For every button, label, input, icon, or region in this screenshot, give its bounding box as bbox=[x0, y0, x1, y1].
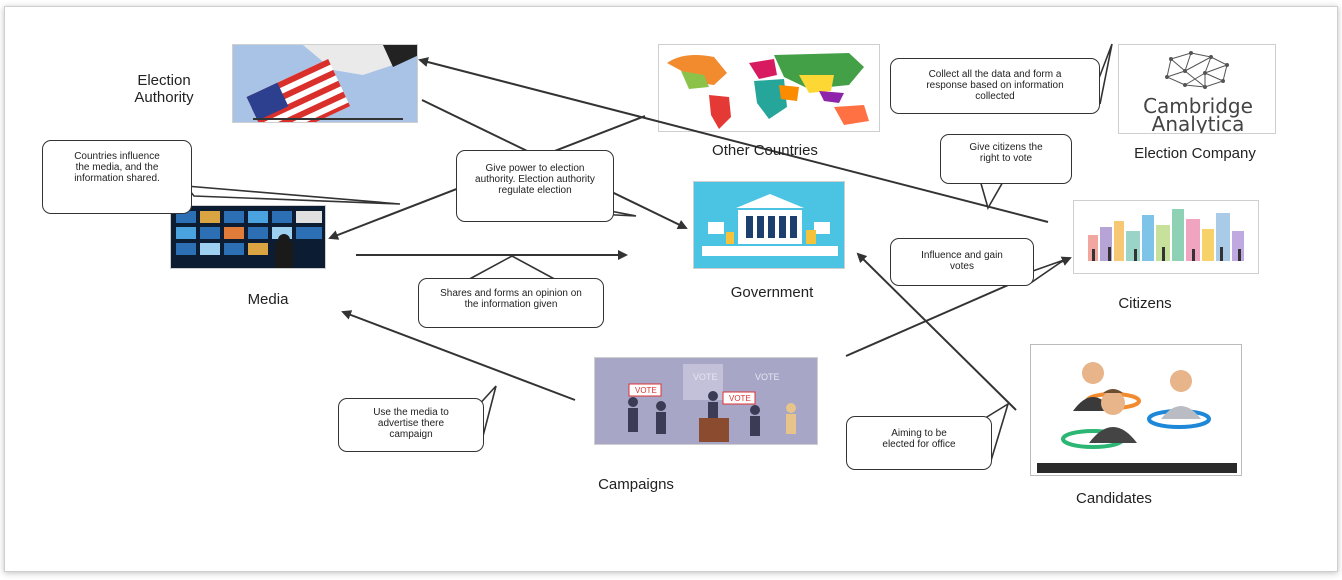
label-media: Media bbox=[247, 291, 289, 308]
logo-line2: Analytica bbox=[1152, 112, 1245, 134]
campaigns-image: VOTE VOTE VOTE VOTE bbox=[594, 357, 818, 445]
label-candidates: Candidates bbox=[1076, 490, 1152, 507]
election-authority-image bbox=[232, 44, 418, 123]
label-other-countries: Other Countries bbox=[712, 142, 818, 159]
government-image bbox=[693, 181, 845, 269]
label-campaigns: Campaigns bbox=[598, 476, 674, 493]
label-government: Government bbox=[730, 284, 814, 301]
vote-text-2: VOTE bbox=[755, 372, 780, 382]
vote-text-3: VOTE bbox=[635, 386, 657, 395]
bubble-use-media: Use the media to advertise there campaig… bbox=[338, 398, 484, 452]
bubble-collect-data: Collect all the data and form a response… bbox=[890, 58, 1100, 114]
label-citizens: Citizens bbox=[1118, 295, 1172, 312]
bubble-countries-influence: Countries influence the media, and the i… bbox=[42, 140, 192, 214]
bubble-give-citizens-right: Give citizens the right to vote bbox=[940, 134, 1072, 184]
bubble-influence-votes: Influence and gain votes bbox=[890, 238, 1034, 286]
candidates-image bbox=[1030, 344, 1242, 476]
bubble-give-power: Give power to election authority. Electi… bbox=[456, 150, 614, 222]
label-election-company: Election Company bbox=[1134, 145, 1256, 162]
bubble-shares-opinion: Shares and forms an opinion on the infor… bbox=[418, 278, 604, 328]
world-map-image bbox=[658, 44, 880, 132]
citizens-image bbox=[1073, 200, 1259, 274]
cambridge-analytica-logo: Cambridge Analytica bbox=[1118, 44, 1276, 134]
logo-line1: Cambridge bbox=[1143, 94, 1253, 118]
bubble-aiming-elected: Aiming to be elected for office bbox=[846, 416, 992, 470]
label-election-authority: Election Authority bbox=[134, 72, 194, 106]
vote-text-4: VOTE bbox=[729, 394, 751, 403]
vote-text-1: VOTE bbox=[693, 372, 718, 382]
media-image bbox=[170, 205, 326, 269]
